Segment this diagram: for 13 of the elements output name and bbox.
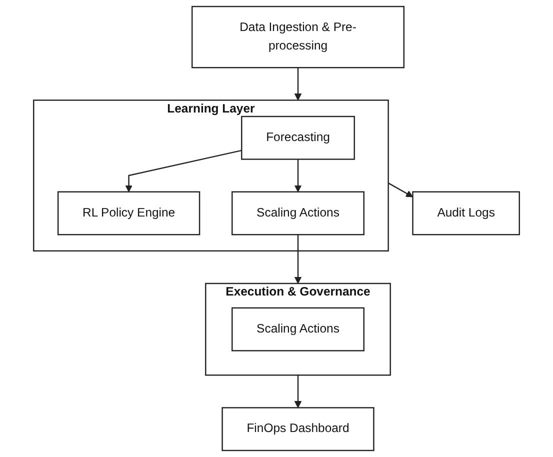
node-box: Forecasting [241, 116, 355, 160]
node-box: Data Ingestion & Pre-processing [191, 6, 404, 68]
arrow [294, 68, 302, 101]
node-box: RL Policy Engine [57, 191, 200, 236]
node-box: Audit Logs [412, 191, 520, 236]
node-box: FinOps Dashboard [222, 407, 374, 452]
node-box: Scaling Actions [232, 307, 364, 352]
arrow [294, 375, 302, 408]
arrow [294, 234, 302, 284]
arrow [388, 182, 414, 198]
node-box: Scaling Actions [232, 191, 364, 236]
arrow [125, 150, 242, 192]
arrow [294, 159, 302, 192]
